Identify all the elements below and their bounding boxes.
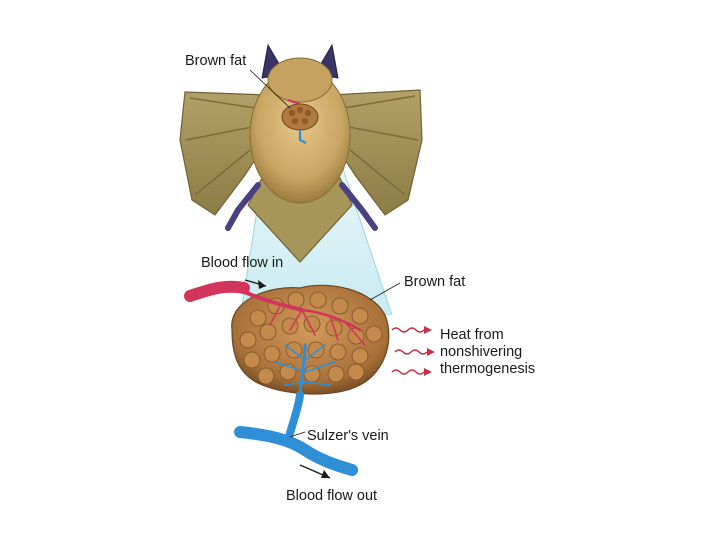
label-sulzers-vein: Sulzer's vein [307, 428, 389, 444]
heat-line-3: thermogenesis [440, 361, 536, 377]
label-brown-fat-mid: Brown fat [404, 274, 466, 290]
label-brown-fat-top: Brown fat [185, 53, 247, 69]
brown-fat-mid-leader [369, 282, 401, 301]
label-blood-flow-in: Blood flow in [201, 255, 284, 271]
heat-arrowheads [424, 326, 435, 376]
bat-illustration [179, 43, 423, 263]
beam-edge-right [339, 159, 393, 316]
outflow-arrowhead [321, 470, 330, 478]
vein-outflow [234, 426, 358, 476]
fat-lobules [239, 291, 383, 385]
artery-inflow [184, 280, 250, 302]
brown-fat-small [281, 98, 319, 144]
right-foot [339, 182, 378, 231]
heat-arrows [391, 327, 428, 375]
sulzers-vein-leader [289, 431, 306, 438]
label-heat-from-thermogenesis: Heat from nonshivering thermogenesis [440, 327, 535, 378]
heat-line-2: nonshivering [440, 344, 523, 360]
vein-trunk [284, 391, 304, 444]
bat-head [267, 57, 333, 103]
brown-fat-magnified [231, 282, 401, 397]
heat-line-1: Heat from [440, 327, 504, 343]
label-blood-flow-out: Blood flow out [286, 488, 378, 504]
brown-fat-top-leader [249, 69, 291, 109]
vein-branches [274, 343, 336, 397]
inflow-arrowhead [258, 280, 266, 289]
left-foot [225, 182, 261, 231]
